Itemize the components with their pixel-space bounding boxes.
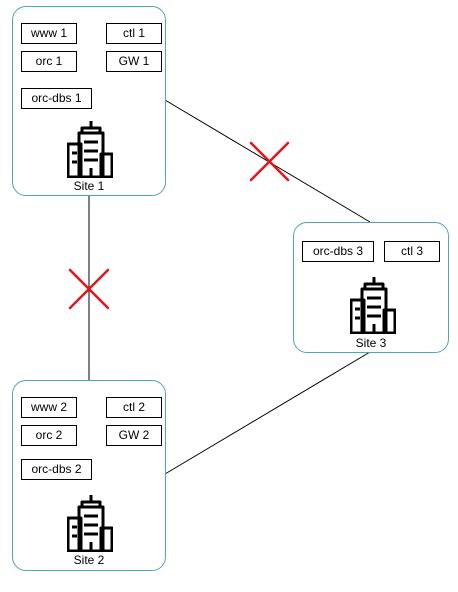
service-ctl-2: ctl 2: [106, 397, 162, 418]
site-1-node[interactable]: www 1 ctl 1 orc 1 GW 1 orc-dbs 1 Site 1: [12, 6, 166, 196]
site-3-node[interactable]: orc-dbs 3 ctl 3 Site 3: [293, 222, 449, 353]
service-orc-1: orc 1: [21, 51, 77, 72]
link-site2-site3: [164, 351, 371, 475]
office-building-icon: [67, 121, 113, 178]
service-www-1: www 1: [21, 23, 77, 44]
service-orc-dbs-3: orc-dbs 3: [302, 241, 374, 262]
service-gw-2: GW 2: [106, 425, 162, 446]
service-orc-dbs-1: orc-dbs 1: [21, 88, 92, 109]
broken-link-x-icon: [249, 141, 290, 182]
service-orc-dbs-2: orc-dbs 2: [21, 459, 92, 480]
service-www-2: www 2: [21, 397, 77, 418]
service-ctl-3: ctl 3: [384, 241, 440, 262]
broken-link-x-icon: [68, 268, 110, 310]
site-2-label: Site 2: [73, 553, 105, 567]
site-2-node[interactable]: www 2 ctl 2 orc 2 GW 2 orc-dbs 2 Site 2: [12, 380, 166, 571]
site-1-label: Site 1: [73, 179, 105, 193]
service-orc-2: orc 2: [21, 425, 77, 446]
office-building-icon: [350, 277, 396, 334]
service-gw-1: GW 1: [106, 51, 162, 72]
office-building-icon: [67, 495, 113, 552]
site-3-label: Site 3: [355, 336, 387, 350]
service-ctl-1: ctl 1: [106, 23, 162, 44]
